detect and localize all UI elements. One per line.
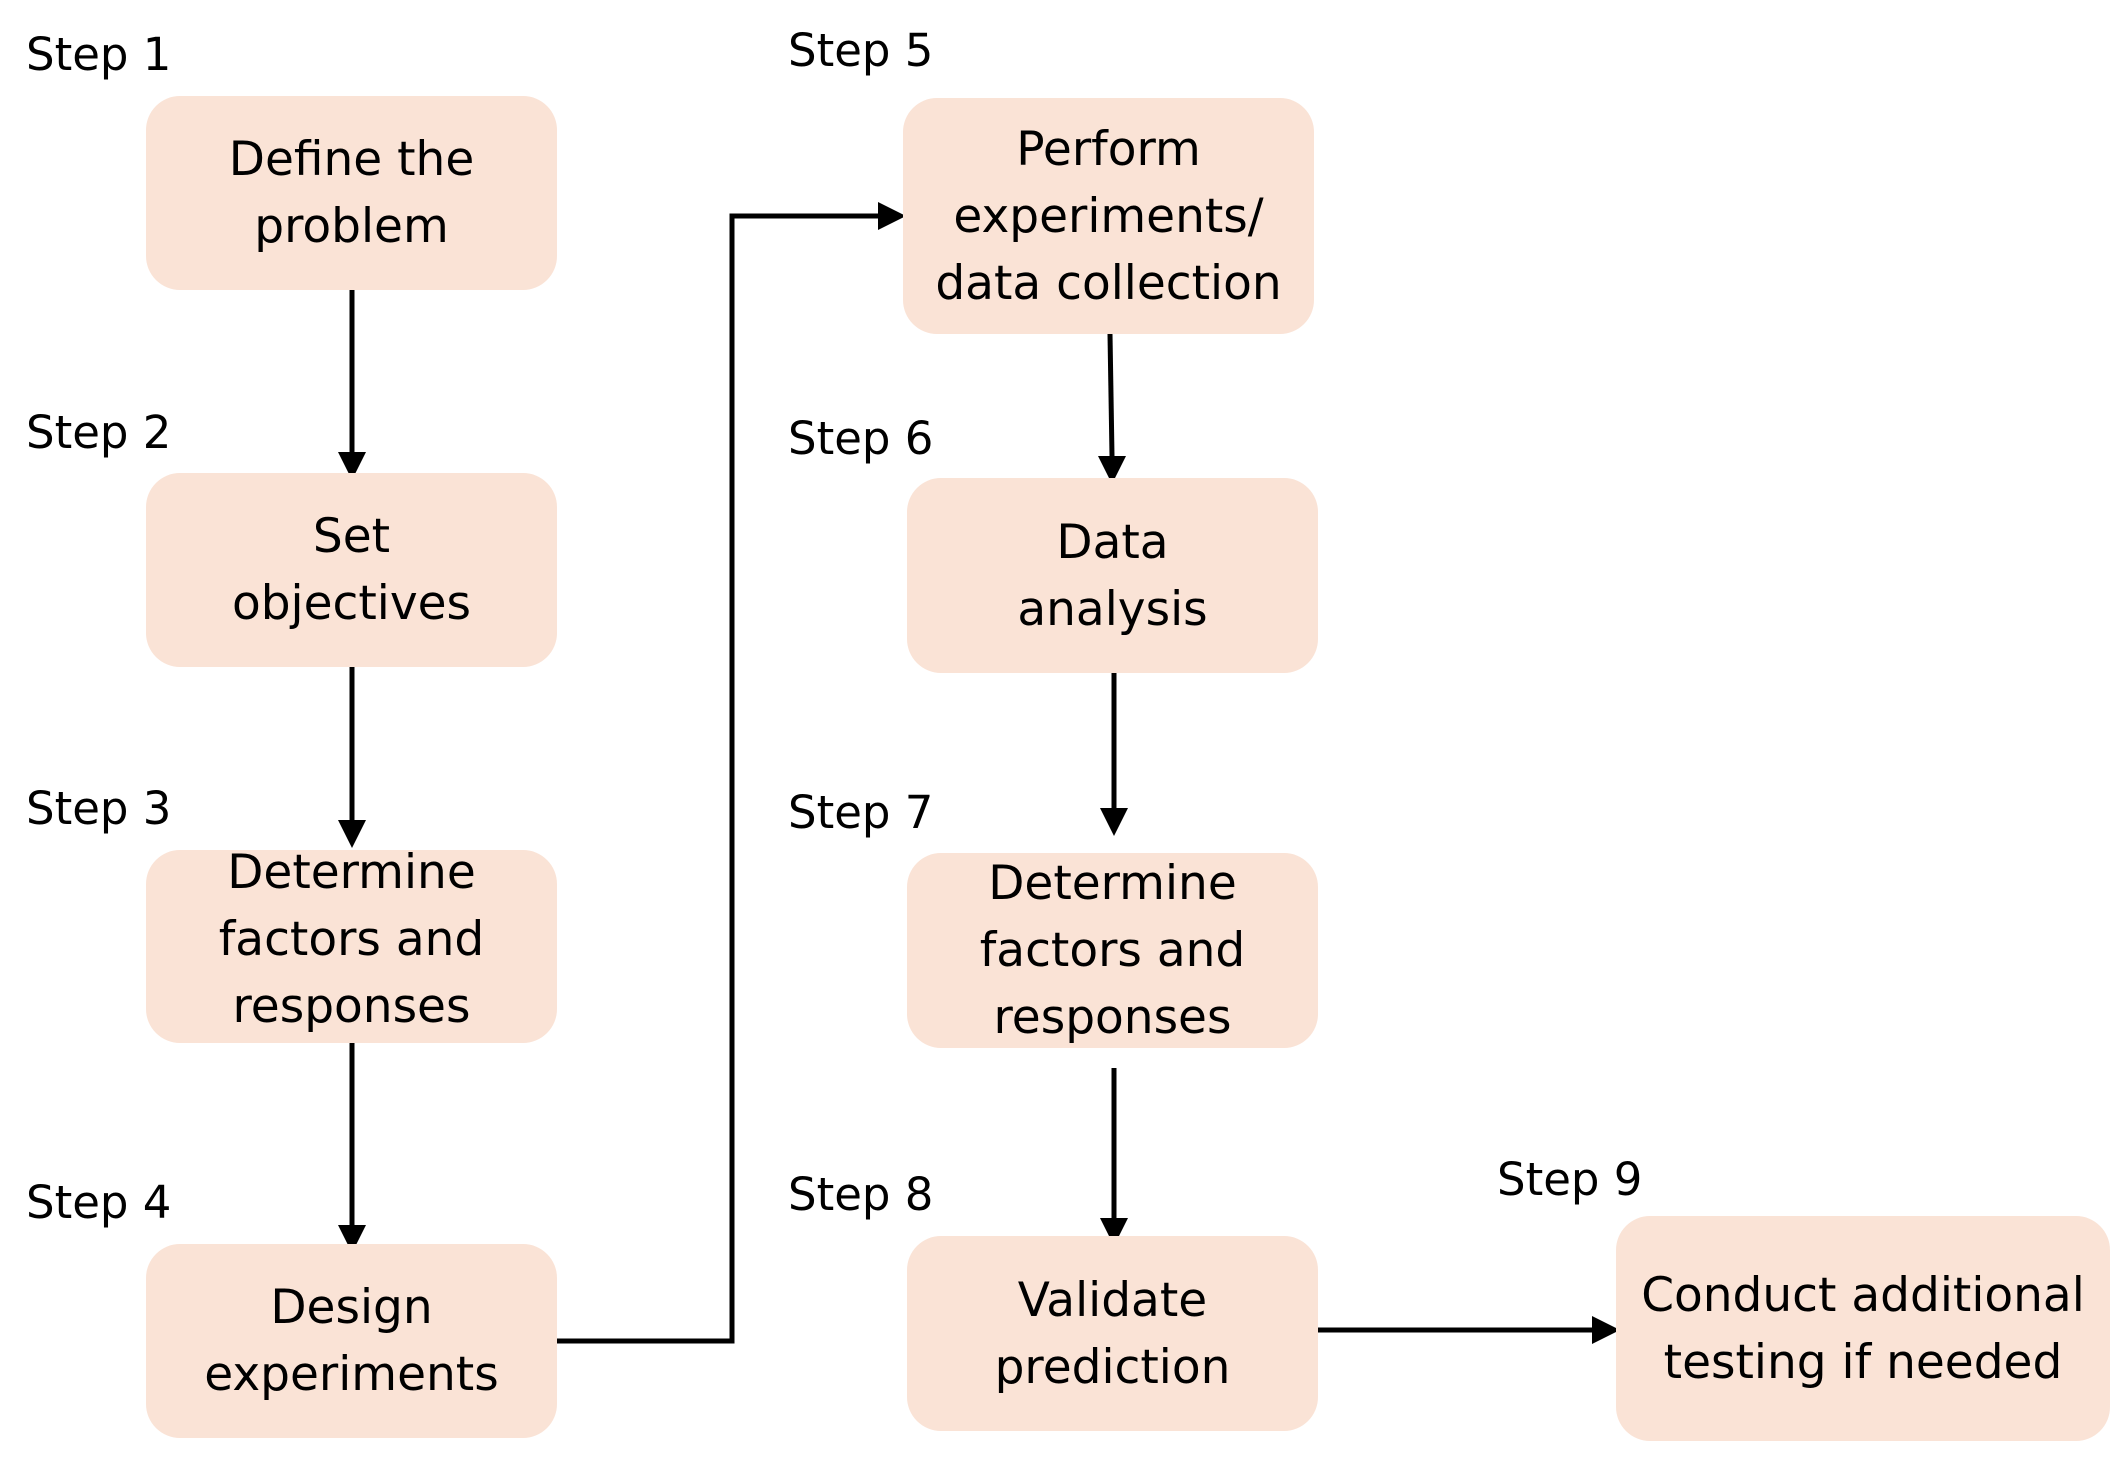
- step-7-label: Step 7: [788, 786, 934, 839]
- step-8-label: Step 8: [788, 1168, 934, 1221]
- arrowhead-step5: [878, 202, 906, 230]
- step-8-box: Validate prediction: [907, 1236, 1318, 1431]
- arrowhead-step9: [1592, 1316, 1620, 1344]
- step-9-text: Conduct additional testing if needed: [1641, 1267, 2085, 1390]
- step-4-text: Design experiments: [204, 1280, 499, 1402]
- step-7-text: Determine factors and responses: [979, 856, 1246, 1045]
- step-1-text: Define the problem: [228, 132, 475, 254]
- step-2-label: Step 2: [26, 406, 172, 459]
- step-2-box: Set objectives: [146, 473, 557, 667]
- arrowhead-step8: [1100, 1218, 1128, 1246]
- step-9-box: Conduct additional testing if needed: [1616, 1216, 2110, 1441]
- step-6-label: Step 6: [788, 412, 934, 465]
- arrowhead-step4: [338, 1225, 366, 1253]
- arrowhead-step7: [1100, 808, 1128, 836]
- step-3-text: Determine factors and responses: [218, 845, 485, 1034]
- step-3-label: Step 3: [26, 782, 172, 835]
- step-5-box: Perform experiments/ data collection: [903, 98, 1314, 334]
- step-2-text: Set objectives: [231, 509, 472, 631]
- step-8-text: Validate prediction: [994, 1272, 1231, 1395]
- arrowhead-step2: [338, 452, 366, 480]
- step-1-box: Define the problem: [146, 96, 557, 290]
- arrow-step5-to-step6: [1107, 333, 1115, 457]
- step-3-box: Determine factors and responses: [146, 845, 557, 1043]
- arrow-step4-to-step5: [557, 213, 878, 1344]
- step-6-text: Data analysis: [1017, 514, 1208, 637]
- step-4-box: Design experiments: [146, 1244, 557, 1438]
- step-5-text: Perform experiments/ data collection: [935, 121, 1282, 311]
- step-9-label: Step 9: [1497, 1153, 1643, 1206]
- step-6-box: Data analysis: [907, 478, 1318, 673]
- step-7-box: Determine factors and responses: [907, 853, 1318, 1048]
- step-5-label: Step 5: [788, 24, 934, 77]
- step-1-label: Step 1: [26, 28, 172, 81]
- arrowhead-step6: [1098, 456, 1126, 484]
- step-4-label: Step 4: [26, 1176, 172, 1229]
- arrowhead-step3: [338, 820, 366, 848]
